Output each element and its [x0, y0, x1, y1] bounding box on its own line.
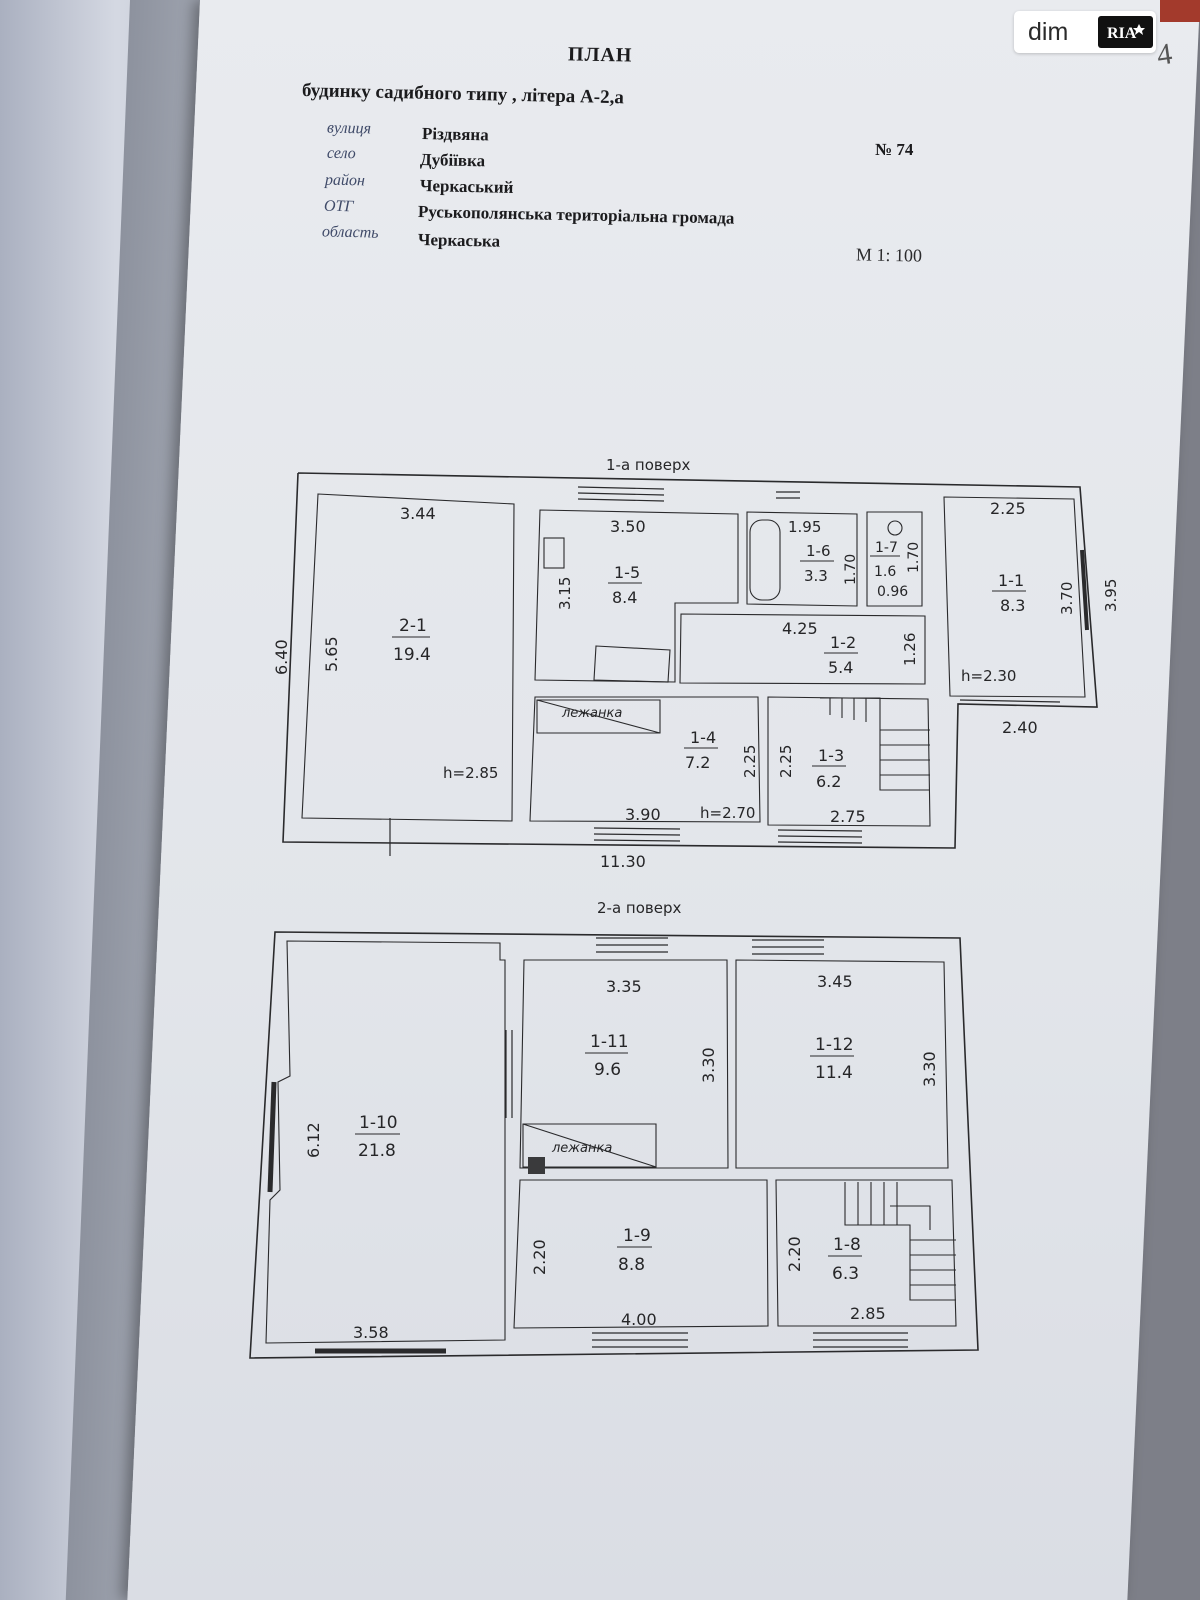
room-id-1-5: 1-5 — [614, 563, 640, 582]
room-1-1 — [943, 496, 1086, 698]
room-id-1-3: 1-3 — [818, 746, 844, 765]
dim-2.20-a: 2.20 — [530, 1239, 549, 1275]
height-2.85: h=2.85 — [443, 764, 498, 782]
room-area-1-1: 8.3 — [1000, 596, 1025, 615]
stove-1-5 — [593, 645, 671, 683]
room-area-1-10: 21.8 — [358, 1141, 396, 1161]
room-2-1 — [301, 493, 515, 822]
stove-top-icon — [543, 537, 565, 569]
room-id-1-9: 1-9 — [623, 1226, 651, 1246]
room-1-7 — [866, 511, 923, 607]
dim-3.35: 3.35 — [606, 977, 642, 996]
stairs-1-8-icon — [844, 1182, 956, 1301]
room-area-2-1: 19.4 — [393, 645, 431, 665]
room-area-1-6: 3.3 — [804, 567, 828, 585]
dim-4.25: 4.25 — [782, 619, 818, 638]
dim-1.70-b: 1.70 — [906, 542, 922, 573]
dim-3.90: 3.90 — [625, 805, 661, 824]
toilet-icon — [887, 520, 903, 536]
floor2-plan: 2-а поверх — [249, 899, 979, 1359]
room-area-1-12: 11.4 — [815, 1063, 853, 1083]
room-area-1-4: 7.2 — [685, 753, 710, 772]
dim-3.70: 3.70 — [1058, 582, 1076, 615]
room-1-6 — [746, 511, 858, 607]
room-area-1-8: 6.3 — [832, 1264, 859, 1284]
dim-2.20-b: 2.20 — [785, 1236, 804, 1272]
dim-2.25-top: 2.25 — [990, 499, 1026, 518]
floor1-plan: 1-а поверх — [272, 456, 1120, 871]
room-id-1-7: 1-7 — [875, 540, 898, 556]
watermark-dim-text: dim — [1028, 17, 1069, 46]
dim-3.30-a: 3.30 — [699, 1047, 718, 1083]
dim-1.95: 1.95 — [788, 518, 821, 536]
dim-4.00: 4.00 — [621, 1310, 657, 1329]
room-area-1-3: 6.2 — [816, 772, 841, 791]
room-1-9 — [513, 1179, 769, 1329]
dim-2.40: 2.40 — [1002, 718, 1038, 737]
stove-label-floor2: лежанка — [551, 1141, 612, 1156]
dim-11.30: 11.30 — [600, 852, 646, 871]
ria-logo-icon: RIA — [1098, 16, 1153, 48]
room-id-1-12: 1-12 — [815, 1035, 854, 1055]
dimria-watermark: dim RIA — [1014, 11, 1156, 53]
dim-0.96: 0.96 — [877, 584, 908, 600]
stairs-1-3-icon — [820, 697, 930, 791]
room-1-8 — [775, 1179, 957, 1327]
height-2.30: h=2.30 — [961, 667, 1016, 685]
background-red-corner — [1160, 0, 1200, 22]
dim-3.95: 3.95 — [1102, 579, 1120, 612]
dim-3.50: 3.50 — [610, 517, 646, 536]
dim-3.44: 3.44 — [400, 504, 436, 523]
room-id-1-8: 1-8 — [833, 1235, 861, 1255]
dim-3.45: 3.45 — [817, 972, 853, 991]
room-1-12 — [735, 959, 949, 1169]
room-1-2 — [679, 613, 926, 685]
dim-2.25-b: 2.25 — [777, 745, 795, 778]
dim-1.26: 1.26 — [901, 633, 919, 666]
watermark-ria-text: RIA — [1107, 25, 1137, 42]
dim-2.75: 2.75 — [830, 807, 866, 826]
room-id-1-4: 1-4 — [690, 728, 716, 747]
dim-6.12: 6.12 — [304, 1122, 323, 1158]
room-id-1-11: 1-11 — [590, 1032, 629, 1052]
room-1-10 — [265, 940, 506, 1344]
dim-5.65: 5.65 — [322, 636, 341, 672]
floor1-title: 1-а поверх — [606, 456, 690, 474]
room-id-1-2: 1-2 — [830, 633, 856, 652]
room-1-11 — [519, 959, 729, 1169]
house-number: № 74 — [875, 140, 914, 159]
floor2-title: 2-а поверх — [597, 899, 681, 917]
dim-6.40: 6.40 — [272, 639, 291, 675]
dim-1.70-a: 1.70 — [843, 554, 859, 585]
room-area-1-7: 1.6 — [874, 564, 896, 580]
dim-3.58: 3.58 — [353, 1323, 389, 1342]
dim-2.85: 2.85 — [850, 1304, 886, 1323]
room-id-1-6: 1-6 — [806, 542, 831, 560]
stove-box-icon — [528, 1157, 545, 1174]
stove-label-floor1: лежанка — [561, 706, 622, 721]
room-id-1-1: 1-1 — [998, 571, 1024, 590]
room-area-1-9: 8.8 — [618, 1255, 645, 1275]
room-area-1-11: 9.6 — [594, 1060, 621, 1080]
bathtub-icon — [749, 519, 781, 601]
room-1-4 — [529, 696, 761, 823]
room-id-1-10: 1-10 — [359, 1113, 398, 1133]
floor1-windows — [389, 486, 1061, 856]
height-2.70: h=2.70 — [700, 804, 755, 822]
floor2-windows — [505, 937, 908, 1348]
room-area-1-2: 5.4 — [828, 658, 853, 677]
room-1-5 — [534, 509, 739, 683]
room-id-2-1: 2-1 — [399, 616, 427, 636]
dim-3.15: 3.15 — [556, 577, 574, 610]
dim-2.25-a: 2.25 — [741, 745, 759, 778]
room-area-1-5: 8.4 — [612, 588, 637, 607]
dim-3.30-b: 3.30 — [920, 1051, 939, 1087]
